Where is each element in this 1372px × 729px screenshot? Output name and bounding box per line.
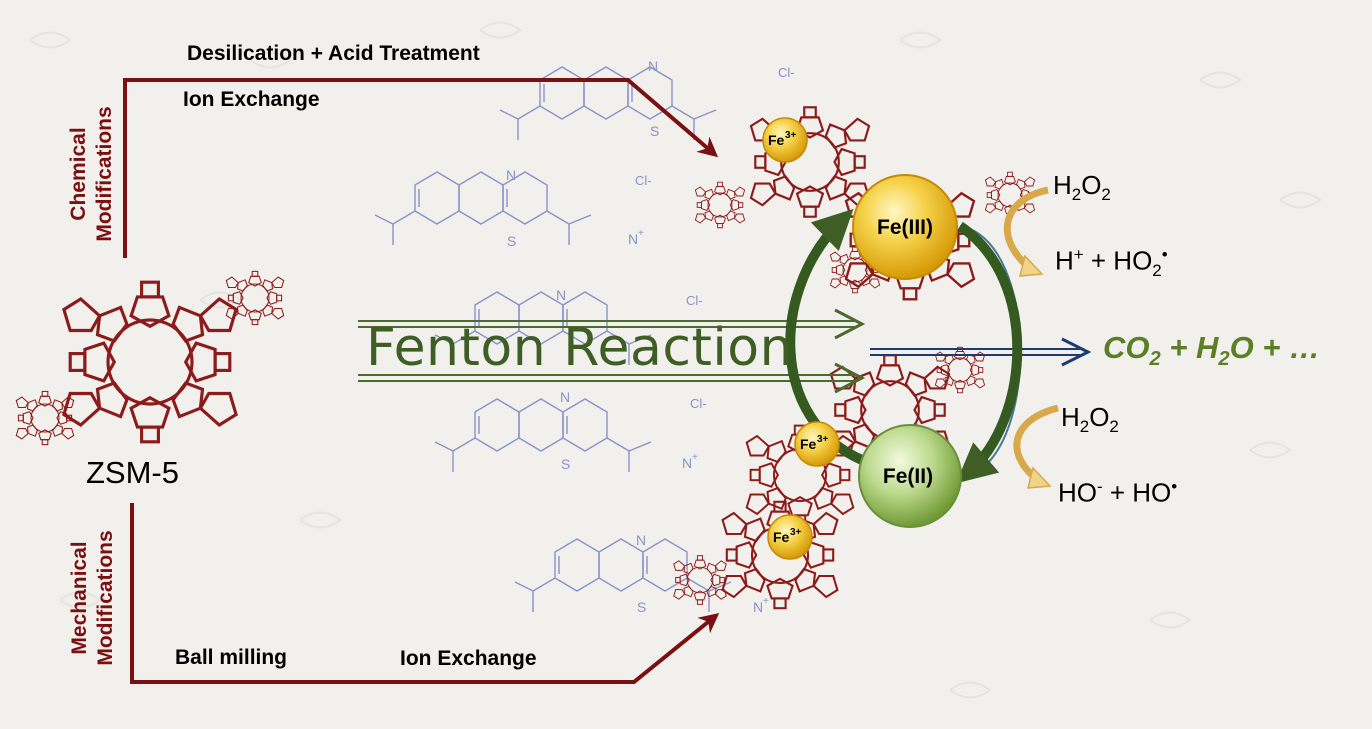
zsm5-label: ZSM-5 bbox=[86, 455, 179, 490]
methylene-blue-molecule-1: N S Cl- bbox=[499, 58, 795, 141]
desilication-label: Desilication + Acid Treatment bbox=[187, 42, 480, 65]
fe3-ion-bottom: Fe 3+ bbox=[767, 514, 813, 560]
svg-text:Fe: Fe bbox=[773, 529, 790, 545]
hominus-ho-label: HO- + HO• bbox=[1058, 477, 1178, 508]
mechanical-modifications-label: Mechanical Modifications bbox=[68, 530, 117, 666]
h2o2-bottom-arrowhead bbox=[1027, 466, 1052, 489]
fenton-arrow-upper bbox=[358, 308, 866, 340]
ball-milling-label: Ball milling bbox=[175, 646, 288, 669]
svg-text:3+: 3+ bbox=[817, 434, 829, 445]
svg-text:3+: 3+ bbox=[785, 130, 797, 141]
svg-text:+: + bbox=[692, 452, 698, 463]
h2o2-bottom-label: H2O2 bbox=[1061, 402, 1119, 437]
h2o2-top-arrow bbox=[1003, 186, 1049, 271]
mechanical-modification-arrow bbox=[130, 503, 720, 684]
ion-exchange-top-label: Ion Exchange bbox=[183, 88, 320, 111]
ion-exchange-bottom-label: Ion Exchange bbox=[400, 647, 537, 670]
svg-text:Fe: Fe bbox=[800, 436, 817, 452]
svg-text:N: N bbox=[556, 287, 566, 303]
svg-text:N: N bbox=[628, 231, 638, 247]
svg-text:+: + bbox=[763, 596, 769, 607]
svg-text:Cl-: Cl- bbox=[778, 65, 795, 80]
svg-text:3+: 3+ bbox=[790, 527, 802, 538]
svg-text:N: N bbox=[682, 455, 692, 471]
fe3-ion-top: Fe 3+ bbox=[762, 117, 808, 163]
svg-text:+: + bbox=[638, 228, 644, 239]
svg-text:Fe: Fe bbox=[768, 132, 785, 148]
svg-text:N: N bbox=[753, 599, 763, 615]
methylene-blue-molecule-3: N Cl- bbox=[434, 287, 703, 366]
svg-text:N: N bbox=[506, 167, 516, 183]
h2o2-top-label: H2O2 bbox=[1053, 170, 1111, 205]
svg-text:Cl-: Cl- bbox=[690, 396, 707, 411]
chemical-modifications-label: Chemical Modifications bbox=[67, 106, 116, 242]
svg-text:Cl-: Cl- bbox=[635, 173, 652, 188]
svg-text:S: S bbox=[637, 599, 646, 615]
fenton-arrow-lower bbox=[358, 362, 866, 394]
fe2-sphere-label: Fe(II) bbox=[883, 465, 933, 488]
fenton-reaction-label: Fenton Reaction bbox=[366, 318, 794, 378]
svg-text:S: S bbox=[561, 456, 570, 472]
fe3-sphere-label: Fe(III) bbox=[877, 216, 933, 239]
hplus-ho2-label: H+ + HO2• bbox=[1055, 245, 1168, 280]
svg-text:N: N bbox=[636, 532, 646, 548]
fe2-sphere: Fe(II) bbox=[858, 424, 962, 528]
background-texture bbox=[29, 21, 1322, 699]
cycle-arrow-to-fe2 bbox=[955, 221, 1023, 484]
methylene-blue-molecule-4: N S Cl- N + bbox=[434, 389, 707, 473]
svg-text:Cl-: Cl- bbox=[686, 293, 703, 308]
svg-text:S: S bbox=[650, 123, 659, 139]
svg-text:N: N bbox=[648, 58, 658, 74]
fe3-ion-middle: Fe 3+ bbox=[794, 421, 840, 467]
methylene-blue-molecule-5: N S N + bbox=[514, 532, 769, 615]
h2o2-top-arrowhead bbox=[1019, 254, 1044, 277]
fe3-sphere: Fe(III) bbox=[852, 174, 958, 280]
methylene-blue-molecule-2: N S Cl- N + bbox=[374, 167, 652, 249]
svg-text:S: S bbox=[507, 233, 516, 249]
chemical-modification-arrow bbox=[123, 78, 719, 258]
degradation-arrow bbox=[870, 337, 1092, 367]
degradation-products-label: CO2 + H2O + … bbox=[1103, 330, 1321, 371]
svg-text:N: N bbox=[560, 389, 570, 405]
zsm5-framework bbox=[15, 270, 285, 446]
h2o2-bottom-arrow bbox=[1013, 404, 1059, 483]
